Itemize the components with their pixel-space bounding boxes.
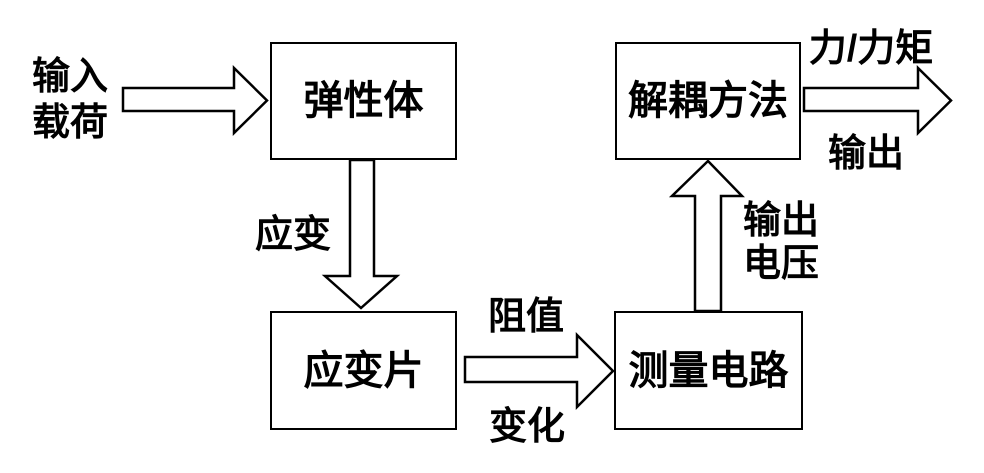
label-output: 输出 — [827, 133, 904, 175]
label-output-voltage: 输出 电压 — [736, 200, 826, 286]
node-measurement-circuit: 测量电路 — [614, 311, 803, 430]
node-strain-gauge: 应变片 — [270, 311, 457, 430]
node-label: 测量电路 — [628, 348, 789, 393]
label-input-load-line2: 载荷 — [31, 102, 108, 144]
strain-arrow — [321, 158, 401, 310]
label-input-load: 输入 载荷 — [25, 54, 115, 146]
label-resistance-line1: 阻值 — [487, 296, 564, 338]
node-decoupling-method: 解耦方法 — [615, 42, 801, 160]
force-output-arrow — [802, 65, 953, 136]
output-voltage-arrow — [668, 159, 745, 313]
label-output-voltage-line1: 输出 — [742, 200, 819, 242]
node-label: 弹性体 — [303, 79, 424, 123]
label-resistance-line2: 变化 — [488, 406, 565, 448]
node-label: 应变片 — [303, 348, 424, 393]
label-force-torque: 力/力矩 — [808, 28, 934, 70]
node-label: 解耦方法 — [628, 79, 788, 123]
resistance-change-arrow — [463, 331, 615, 411]
label-strain: 应变 — [254, 214, 331, 256]
label-output-voltage-line2: 电压 — [742, 243, 819, 285]
input-load-arrow — [121, 65, 269, 136]
node-elastic-body: 弹性体 — [270, 42, 457, 160]
label-input-load-line1: 输入 — [31, 56, 108, 98]
